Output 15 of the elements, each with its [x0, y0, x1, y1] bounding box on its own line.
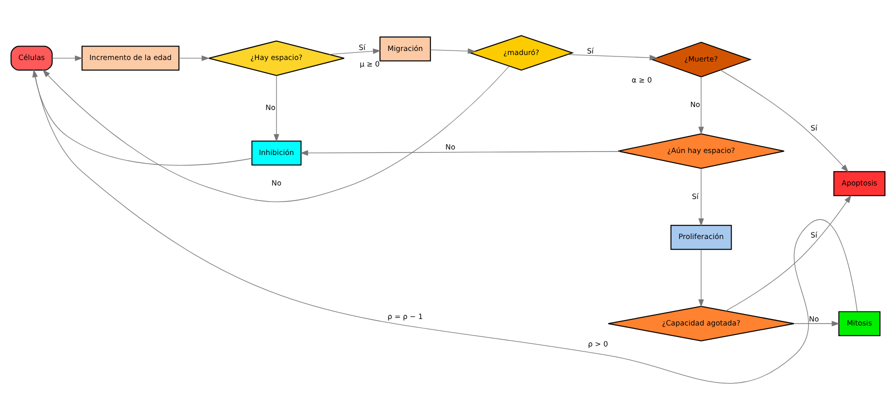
arrow	[698, 168, 704, 226]
arrow	[42, 66, 510, 202]
arrow	[794, 320, 840, 326]
arrow	[52, 55, 83, 61]
arrow	[329, 48, 381, 55]
arrow	[274, 75, 280, 142]
arrow	[300, 150, 620, 156]
arrow	[698, 249, 704, 308]
arrow	[178, 55, 210, 61]
arrow	[567, 54, 658, 60]
arrow	[725, 194, 852, 312]
arrow	[430, 48, 476, 54]
arrow	[698, 76, 704, 135]
connector	[34, 70, 858, 384]
arrow	[720, 70, 849, 172]
